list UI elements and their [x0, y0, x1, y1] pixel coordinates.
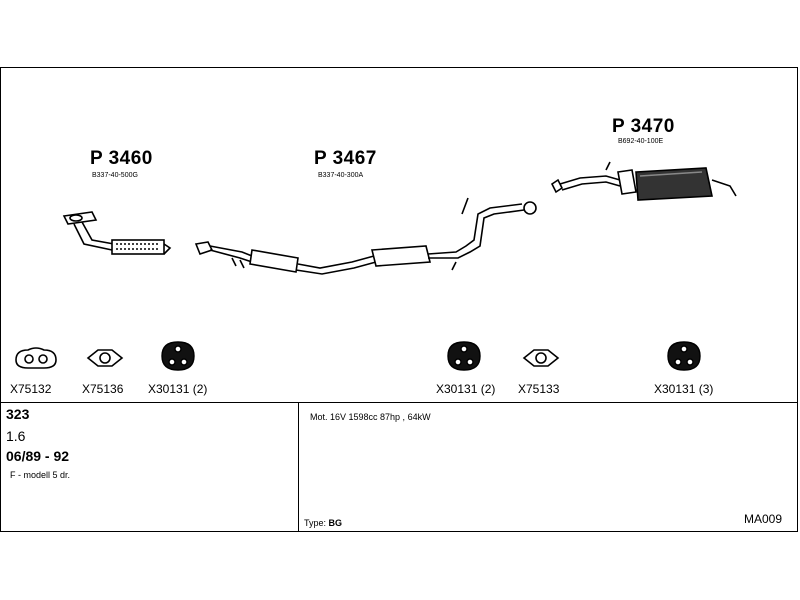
rear-silencer-drawing [550, 161, 737, 201]
part-x30131-middle-label: X30131 (2) [436, 382, 496, 396]
part-p3460-name: P 3460 [90, 148, 153, 169]
part-x30131-right-label: X30131 (3) [654, 382, 714, 396]
diagram-frame [0, 67, 798, 532]
engine-spec: Mot. 16V 1598cc 87hp , 64kW [310, 412, 431, 422]
hanger-x30131-right-drawing [667, 341, 701, 371]
part-x75133-label: X75133 [518, 382, 560, 396]
part-x30131-left-label: X30131 (2) [148, 382, 208, 396]
vehicle-engine-size: 1.6 [6, 428, 26, 444]
center-pipe-drawing [194, 197, 537, 275]
info-divider [0, 402, 798, 403]
front-pipe-drawing [62, 211, 172, 255]
part-p3470-code: B692-40-100E [618, 138, 664, 145]
type-value: BG [328, 518, 343, 528]
part-p3467-code: B337-40-300A [318, 172, 364, 179]
gasket-x75133-drawing [522, 349, 560, 367]
hanger-x30131-middle-drawing [447, 341, 481, 371]
type-label: Type: [304, 518, 327, 528]
part-p3467-name: P 3467 [314, 148, 377, 169]
hanger-x30131-left-drawing [161, 341, 195, 371]
vehicle-years: 06/89 - 92 [6, 448, 70, 464]
model-code: MA009 [744, 512, 783, 526]
gasket-x75132-drawing [15, 347, 57, 369]
info-column-divider [298, 402, 299, 532]
type-row: Type: BG [304, 518, 342, 528]
part-x75132-label: X75132 [10, 382, 52, 396]
part-p3470-name: P 3470 [612, 116, 675, 137]
vehicle-model: 323 [6, 406, 30, 422]
part-x75136-label: X75136 [82, 382, 124, 396]
gasket-x75136-drawing [86, 349, 124, 367]
part-p3460-code: B337-40-500G [92, 172, 138, 179]
vehicle-variant: F - modell 5 dr. [10, 470, 71, 480]
